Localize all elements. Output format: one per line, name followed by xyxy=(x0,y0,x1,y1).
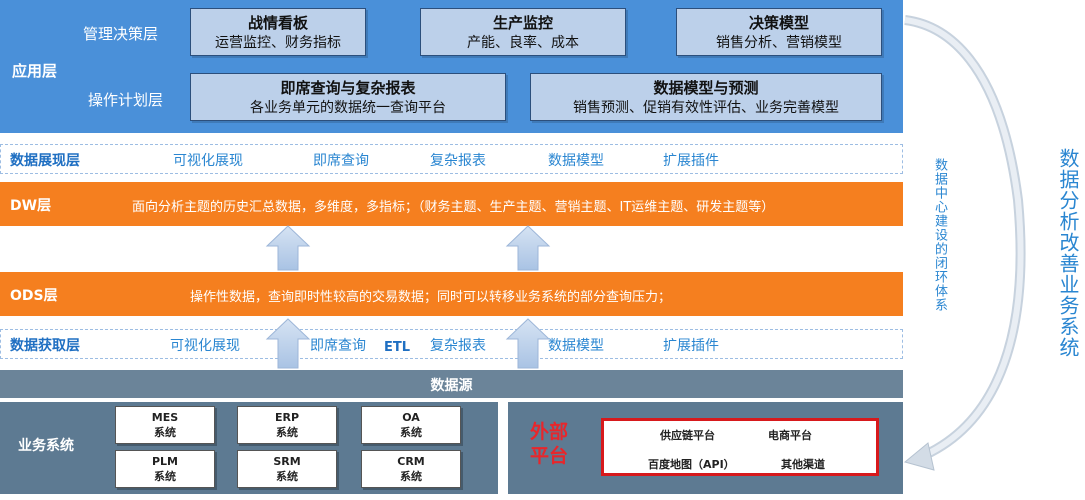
business-improvement-label: 数据分析改善业务系统 xyxy=(1056,148,1080,358)
presentation-item-model: 数据模型 xyxy=(548,153,604,169)
system-box-crm[interactable]: CRM 系统 xyxy=(361,450,461,488)
app-box-dashboard[interactable]: 战情看板 运营监控、财务指标 xyxy=(190,8,366,56)
system-box-srm[interactable]: SRM 系统 xyxy=(237,450,337,488)
ods-layer xyxy=(0,272,903,316)
system-suffix: 系统 xyxy=(400,426,422,439)
system-name: OA xyxy=(402,411,420,424)
presentation-layer-title: 数据展现层 xyxy=(10,153,80,169)
arrow-up-icon xyxy=(265,225,311,271)
app-box-desc: 运营监控、财务指标 xyxy=(215,35,341,51)
app-box-production-monitor[interactable]: 生产监控 产能、良率、成本 xyxy=(420,8,626,56)
external-platform-box xyxy=(601,418,879,476)
app-box-desc: 销售分析、营销模型 xyxy=(716,35,842,51)
acquisition-item-plugins: 扩展插件 xyxy=(663,338,719,354)
feedback-loop-arrow-icon xyxy=(903,15,1026,471)
ods-layer-title: ODS层 xyxy=(10,288,58,304)
arrow-up-icon xyxy=(505,318,551,369)
acquisition-layer-title: 数据获取层 xyxy=(10,338,80,354)
acquisition-item-model: 数据模型 xyxy=(548,338,604,354)
acquisition-item-reports: 复杂报表 xyxy=(430,338,486,354)
app-box-desc: 销售预测、促销有效性评估、业务完善模型 xyxy=(573,100,839,116)
dw-layer-desc: 面向分析主题的历史汇总数据，多维度，多指标；（财务主题、生产主题、营销主题、IT… xyxy=(132,200,775,215)
system-box-oa[interactable]: OA 系统 xyxy=(361,406,461,444)
presentation-layer xyxy=(0,144,903,174)
app-box-desc: 产能、良率、成本 xyxy=(467,35,579,51)
acquisition-item-adhoc: 即席查询 xyxy=(310,338,366,354)
dw-layer-title: DW层 xyxy=(10,198,52,214)
system-suffix: 系统 xyxy=(154,470,176,483)
presentation-item-visual: 可视化展现 xyxy=(173,153,243,169)
app-box-title: 即席查询与复杂报表 xyxy=(280,79,416,97)
system-box-mes[interactable]: MES 系统 xyxy=(115,406,215,444)
external-item-other-channels: 其他渠道 xyxy=(781,458,825,471)
acquisition-layer xyxy=(0,329,903,359)
dw-layer xyxy=(0,182,903,226)
closed-loop-label: 数据中心建设的闭环体系 xyxy=(932,158,947,312)
data-source-bar: 数据源 xyxy=(0,370,903,398)
arrow-up-icon xyxy=(505,225,551,271)
external-item-supply-chain: 供应链平台 xyxy=(660,429,715,442)
business-systems-title: 业务系统 xyxy=(18,438,74,454)
system-name: CRM xyxy=(397,455,425,468)
system-suffix: 系统 xyxy=(276,470,298,483)
external-item-ecommerce: 电商平台 xyxy=(768,429,812,442)
app-box-title: 决策模型 xyxy=(748,14,809,32)
external-platform-title: 外部平台 xyxy=(530,421,569,467)
etl-label: ETL xyxy=(384,340,411,355)
decision-layer-label: 管理决策层 xyxy=(83,25,159,43)
presentation-item-adhoc: 即席查询 xyxy=(313,153,369,169)
system-name: MES xyxy=(151,411,179,424)
external-item-baidu-map: 百度地图（API） xyxy=(648,458,735,471)
app-box-title: 生产监控 xyxy=(492,14,553,32)
application-layer-title: 应用层 xyxy=(12,62,58,80)
app-box-decision-model[interactable]: 决策模型 销售分析、营销模型 xyxy=(676,8,882,56)
app-box-title: 数据模型与预测 xyxy=(653,79,759,97)
acquisition-item-visual: 可视化展现 xyxy=(170,338,240,354)
data-source-title: 数据源 xyxy=(430,378,473,394)
system-name: PLM xyxy=(151,455,179,468)
app-box-desc: 各业务单元的数据统一查询平台 xyxy=(250,100,446,116)
operation-layer-label: 操作计划层 xyxy=(88,91,164,109)
presentation-item-plugins: 扩展插件 xyxy=(663,153,719,169)
ods-layer-desc: 操作性数据，查询即时性较高的交易数据；同时可以转移业务系统的部分查询压力； xyxy=(190,290,672,305)
system-suffix: 系统 xyxy=(400,470,422,483)
system-name: SRM xyxy=(273,455,301,468)
system-box-plm[interactable]: PLM 系统 xyxy=(115,450,215,488)
system-name: ERP xyxy=(274,411,300,424)
arrow-up-icon xyxy=(265,318,311,369)
app-box-adhoc-reports[interactable]: 即席查询与复杂报表 各业务单元的数据统一查询平台 xyxy=(190,73,506,121)
presentation-item-reports: 复杂报表 xyxy=(430,153,486,169)
system-suffix: 系统 xyxy=(154,426,176,439)
app-box-data-model-forecast[interactable]: 数据模型与预测 销售预测、促销有效性评估、业务完善模型 xyxy=(530,73,882,121)
app-box-title: 战情看板 xyxy=(247,14,308,32)
system-box-erp[interactable]: ERP 系统 xyxy=(237,406,337,444)
system-suffix: 系统 xyxy=(276,426,298,439)
